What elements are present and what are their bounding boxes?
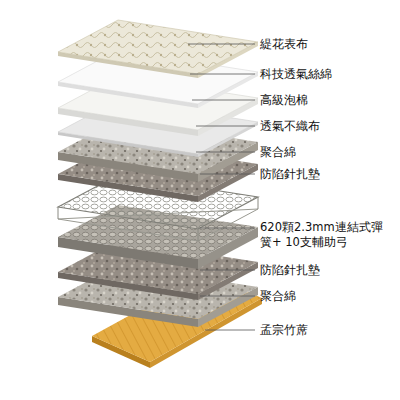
part-label: 緹花表布 — [260, 37, 308, 52]
part-label: 透氣不織布 — [260, 119, 320, 134]
part-label: 防陷針扎墊 — [260, 263, 320, 278]
part-label: 高級泡棉 — [260, 93, 308, 108]
jacquard-fabric — [58, 20, 258, 78]
part-label: 聚合綿 — [260, 145, 296, 160]
part-label: 科技透氣絲綿 — [260, 67, 332, 82]
leader-lines — [188, 44, 255, 330]
part-label: 防陷針扎墊 — [260, 167, 320, 182]
part-label: 孟宗竹蓆 — [260, 323, 308, 338]
part-label: 620顆2.3mm連結式彈簧+ 10支輔助弓 — [260, 220, 394, 250]
part-label: 聚合綿 — [260, 289, 296, 304]
